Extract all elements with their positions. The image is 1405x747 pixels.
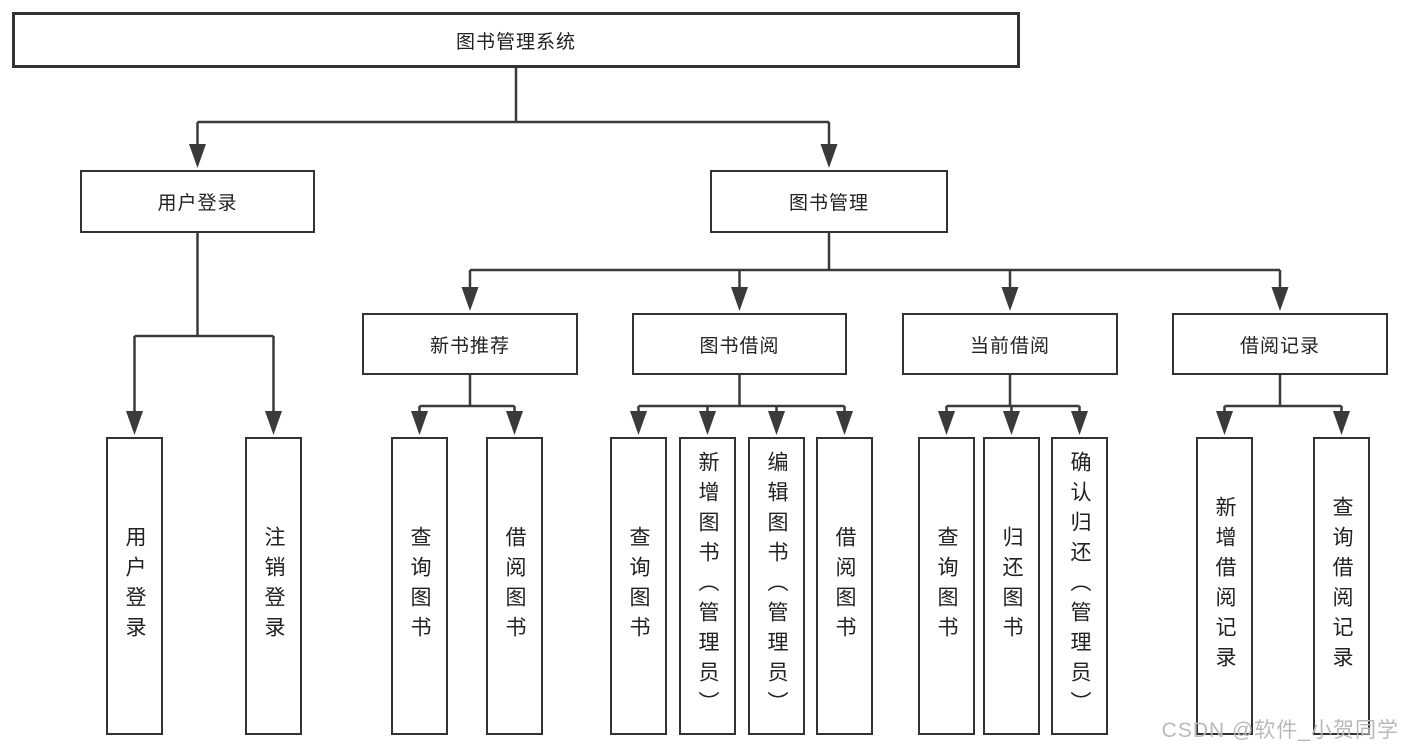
arrow-icon	[411, 411, 428, 435]
node-new-book-recommend: 新书推荐	[362, 313, 578, 375]
leaf-recommend-query-books: 查询图书	[391, 437, 448, 735]
arrow-icon	[630, 411, 647, 435]
arrow-icon	[1333, 411, 1350, 435]
leaf-borrow-edit-books-admin: 编辑图书（管理员）	[748, 437, 805, 735]
node-current-borrow: 当前借阅	[902, 313, 1118, 375]
leaf-label: 新增借阅记录	[1213, 496, 1237, 676]
leaf-borrow-borrow-books: 借阅图书	[816, 437, 873, 735]
node-user-login-branch: 用户登录	[80, 170, 315, 233]
arrow-icon	[820, 144, 838, 168]
leaf-current-confirm-return-admin: 确认归还（管理员）	[1051, 437, 1108, 735]
arrow-icon	[126, 411, 143, 435]
leaf-recommend-borrow-books: 借阅图书	[486, 437, 543, 735]
node-book-management: 图书管理	[710, 170, 948, 233]
leaf-borrow-query-books: 查询图书	[610, 437, 667, 735]
node-root: 图书管理系统	[12, 12, 1020, 68]
leaf-label: 归还图书	[1000, 526, 1024, 646]
leaf-label: 借阅图书	[833, 526, 857, 646]
leaf-logout: 注销登录	[245, 437, 302, 735]
leaf-borrow-add-books-admin: 新增图书（管理员）	[679, 437, 736, 735]
leaf-records-query-record: 查询借阅记录	[1313, 437, 1370, 735]
arrow-icon	[265, 411, 282, 435]
node-book-borrow: 图书借阅	[632, 313, 847, 375]
arrow-icon	[1001, 287, 1019, 311]
leaf-records-add-record: 新增借阅记录	[1196, 437, 1253, 735]
arrow-icon	[461, 287, 479, 311]
leaf-current-query-books: 查询图书	[918, 437, 975, 735]
arrow-icon	[189, 144, 206, 168]
arrow-icon	[1271, 287, 1289, 311]
leaf-user-login: 用户登录	[106, 437, 163, 735]
arrow-icon	[768, 411, 785, 435]
leaf-label: 查询图书	[627, 526, 651, 646]
arrow-icon	[1003, 411, 1020, 435]
leaf-label: 查询图书	[408, 526, 432, 646]
leaf-label: 用户登录	[123, 526, 147, 646]
leaf-label: 借阅图书	[503, 526, 527, 646]
watermark: CSDN @软件_小贺同学	[1161, 719, 1399, 742]
arrow-icon	[506, 411, 523, 435]
leaf-label: 确认归还（管理员）	[1068, 451, 1092, 721]
arrow-icon	[938, 411, 955, 435]
arrow-icon	[699, 411, 716, 435]
leaf-label: 新增图书（管理员）	[696, 451, 720, 721]
node-borrow-records: 借阅记录	[1172, 313, 1388, 375]
arrow-icon	[836, 411, 853, 435]
leaf-label: 查询借阅记录	[1330, 496, 1354, 676]
leaf-label: 查询图书	[935, 526, 959, 646]
leaf-label: 编辑图书（管理员）	[765, 451, 789, 721]
leaf-label: 注销登录	[262, 526, 286, 646]
arrow-icon	[731, 287, 748, 311]
arrow-icon	[1071, 411, 1088, 435]
arrow-icon	[1216, 411, 1233, 435]
leaf-current-return-books: 归还图书	[983, 437, 1040, 735]
